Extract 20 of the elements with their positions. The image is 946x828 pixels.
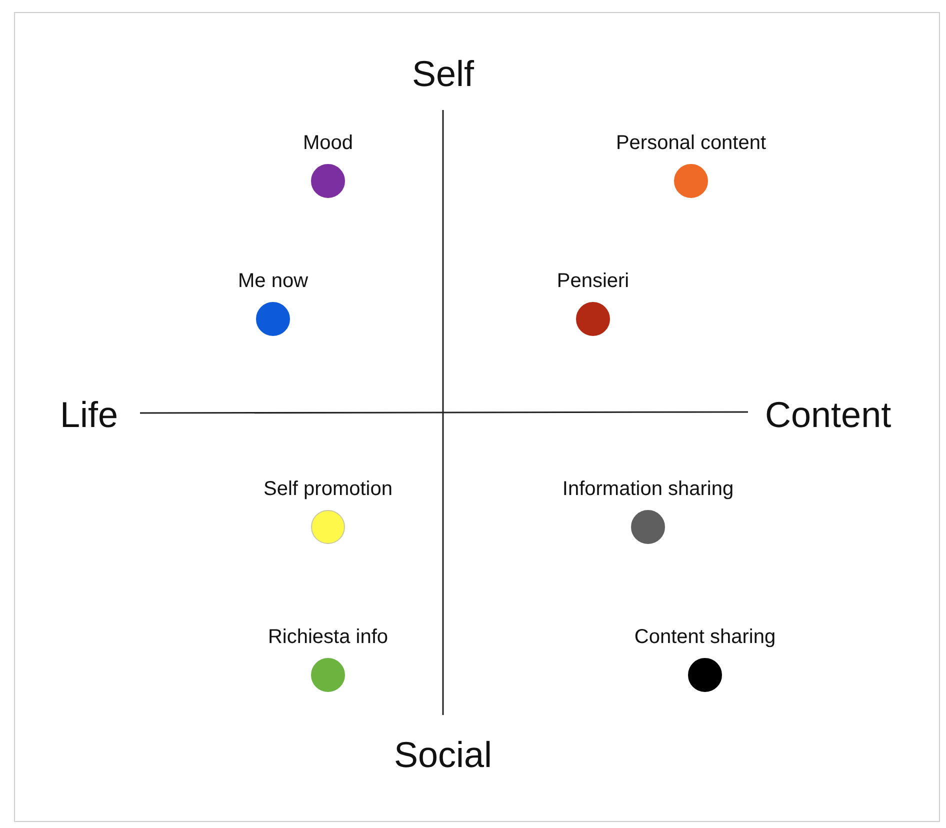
dot-marker — [674, 164, 708, 198]
dot-marker — [631, 510, 665, 544]
dot-marker — [311, 510, 345, 544]
point-label: Mood — [302, 131, 354, 155]
dot-marker — [576, 302, 610, 336]
point-label: Me now — [238, 269, 308, 293]
dot-marker — [256, 302, 290, 336]
point-label: Information sharing — [562, 477, 734, 501]
axis-label: Life — [60, 393, 118, 436]
point-label: Self promotion — [264, 477, 392, 501]
point-label: Pensieri — [556, 269, 630, 293]
point-label: Personal content — [616, 131, 766, 155]
point-label: Richiesta info — [268, 625, 388, 649]
point-label: Content sharing — [634, 625, 776, 649]
dot-marker — [311, 658, 345, 692]
axis-label: Social — [394, 733, 492, 776]
axis-label: Content — [765, 393, 892, 436]
dot-marker — [688, 658, 722, 692]
dot-marker — [311, 164, 345, 198]
axis-label: Self — [412, 52, 474, 96]
